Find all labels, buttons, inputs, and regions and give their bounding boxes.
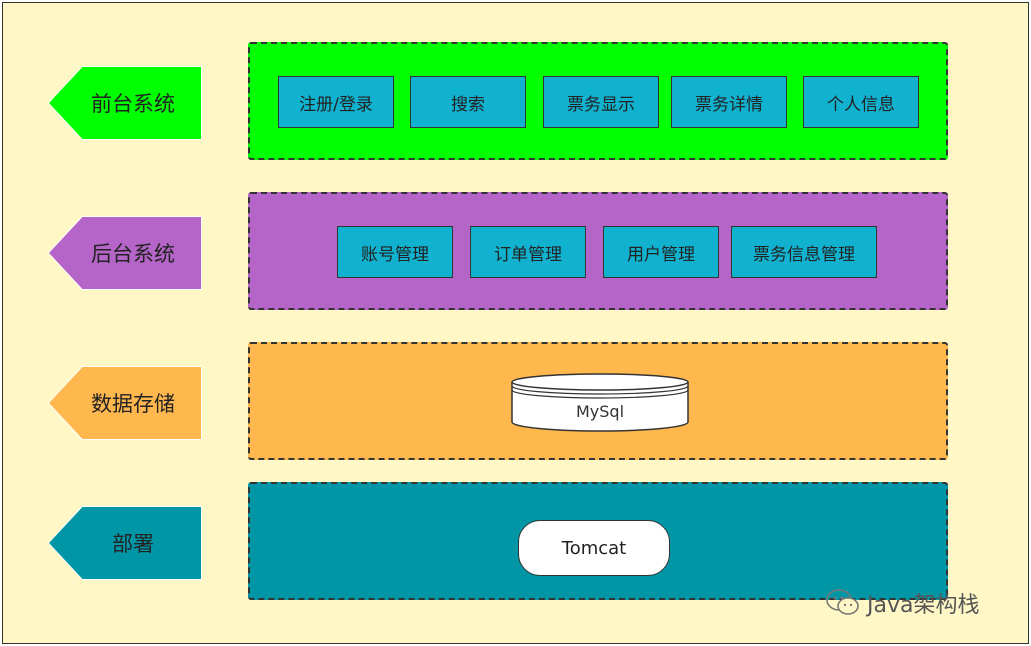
module-label: 票务显示	[567, 94, 635, 115]
module-ticket-detail: 票务详情	[671, 76, 787, 128]
storage-tag-label: 数据存储	[91, 392, 175, 416]
module-ticket-display: 票务显示	[543, 76, 659, 128]
frontend-tag: 前台系统	[49, 67, 201, 139]
backend-tag: 后台系统	[49, 217, 201, 289]
backend-tag-label: 后台系统	[91, 242, 175, 266]
module-account-management: 账号管理	[337, 226, 453, 278]
module-label: 票务信息管理	[753, 244, 855, 265]
server-label: Tomcat	[561, 537, 627, 559]
module-user-management: 用户管理	[603, 226, 719, 278]
module-label: 票务详情	[695, 94, 763, 115]
tomcat-server: Tomcat	[518, 520, 670, 576]
module-register-login: 注册/登录	[278, 76, 394, 128]
deploy-tag-label: 部署	[112, 532, 154, 556]
module-label: 订单管理	[494, 244, 562, 265]
module-ticket-info-management: 票务信息管理	[731, 226, 877, 278]
module-order-management: 订单管理	[470, 226, 586, 278]
module-label: 搜索	[451, 94, 485, 115]
module-label: 注册/登录	[299, 94, 373, 115]
wechat-icon	[826, 589, 859, 615]
module-personal-info: 个人信息	[803, 76, 919, 128]
database-cylinder-icon	[511, 373, 689, 432]
mysql-database: MySql	[510, 372, 690, 434]
deploy-tag: 部署	[49, 507, 201, 579]
database-label: MySql	[575, 402, 625, 421]
module-search: 搜索	[410, 76, 526, 128]
storage-panel: MySql	[248, 342, 948, 460]
deploy-panel: Tomcat	[248, 482, 948, 600]
frontend-panel: 注册/登录 搜索 票务显示 票务详情 个人信息	[248, 42, 948, 160]
frontend-tag-label: 前台系统	[91, 92, 175, 116]
storage-tag: 数据存储	[49, 367, 201, 439]
watermark: Java架构栈	[825, 587, 979, 619]
module-label: 用户管理	[627, 244, 695, 265]
backend-panel: 账号管理 订单管理 用户管理 票务信息管理	[248, 192, 948, 310]
module-label: 账号管理	[361, 244, 429, 265]
watermark-text: Java架构栈	[867, 593, 980, 618]
module-label: 个人信息	[827, 94, 895, 115]
